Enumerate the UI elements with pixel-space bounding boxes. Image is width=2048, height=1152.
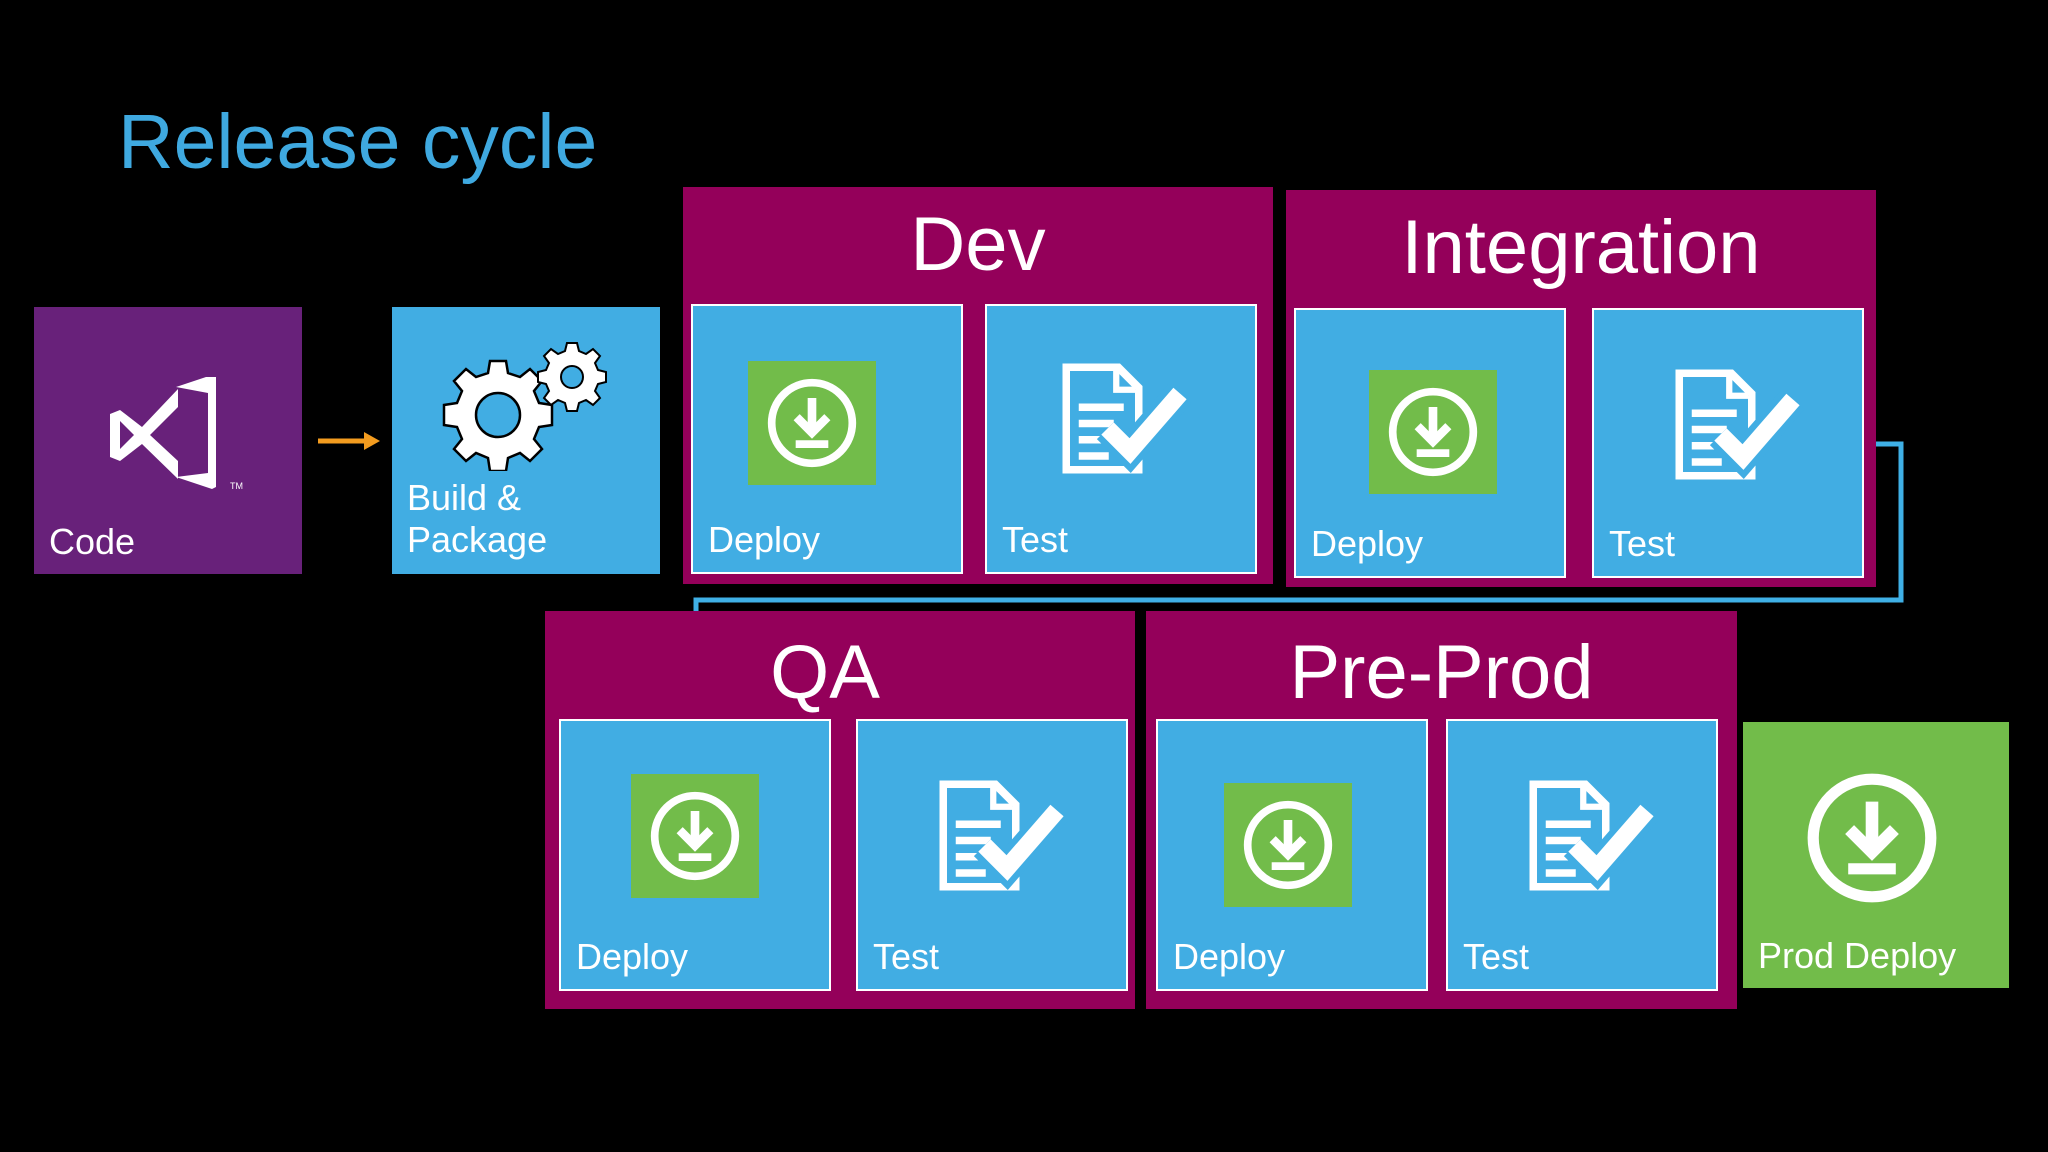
prod-deploy-label: Prod Deploy — [1758, 934, 1957, 976]
visual-studio-icon: TM — [104, 377, 254, 502]
preprod-deploy-label: Deploy — [1173, 935, 1286, 977]
test-checklist-icon — [1045, 356, 1195, 481]
stage-dev: Dev Deploy Test — [683, 187, 1273, 584]
qa-test-tile: Test — [856, 719, 1128, 991]
test-checklist-icon — [922, 773, 1072, 898]
build-label-line2: Package — [407, 518, 548, 560]
test-checklist-icon — [1512, 773, 1662, 898]
stage-qa-title: QA — [770, 630, 880, 715]
download-icon — [631, 774, 759, 898]
stage-dev-title: Dev — [910, 202, 1046, 287]
stage-preprod: Pre-Prod Deploy Test — [1146, 611, 1737, 1009]
dev-deploy-tile: Deploy — [691, 304, 963, 574]
build-package-label: Build & Package — [407, 477, 547, 560]
stage-integration-title: Integration — [1401, 205, 1761, 290]
code-to-build-arrow — [318, 432, 380, 450]
dev-test-label: Test — [1002, 518, 1069, 560]
preprod-deploy-tile: Deploy — [1156, 719, 1428, 991]
svg-text:TM: TM — [230, 481, 243, 491]
download-circle-icon — [1802, 768, 1942, 908]
integration-test-tile: Test — [1592, 308, 1864, 578]
dev-deploy-label: Deploy — [708, 518, 821, 560]
download-icon — [748, 361, 876, 485]
build-label-line1: Build & — [407, 477, 522, 519]
preprod-test-label: Test — [1463, 935, 1530, 977]
integration-test-label: Test — [1609, 522, 1676, 564]
dev-test-tile: Test — [985, 304, 1257, 574]
qa-deploy-label: Deploy — [576, 935, 689, 977]
qa-test-label: Test — [873, 935, 940, 977]
integration-deploy-label: Deploy — [1311, 522, 1424, 564]
page-title: Release cycle — [118, 99, 598, 185]
gears-icon — [438, 341, 608, 471]
code-label: Code — [49, 520, 136, 562]
preprod-test-tile: Test — [1446, 719, 1718, 991]
prod-deploy-tile: Prod Deploy — [1743, 722, 2009, 988]
download-icon — [1224, 783, 1352, 907]
qa-deploy-tile: Deploy — [559, 719, 831, 991]
integration-deploy-tile: Deploy — [1294, 308, 1566, 578]
build-package-tile: Build & Package — [392, 307, 660, 574]
test-checklist-icon — [1658, 362, 1808, 487]
download-icon — [1369, 370, 1497, 494]
stage-integration: Integration Deploy Test — [1286, 190, 1876, 587]
stage-qa: QA Deploy Test — [545, 611, 1135, 1009]
stage-preprod-title: Pre-Prod — [1289, 630, 1594, 715]
code-tile: TM Code — [34, 307, 302, 574]
